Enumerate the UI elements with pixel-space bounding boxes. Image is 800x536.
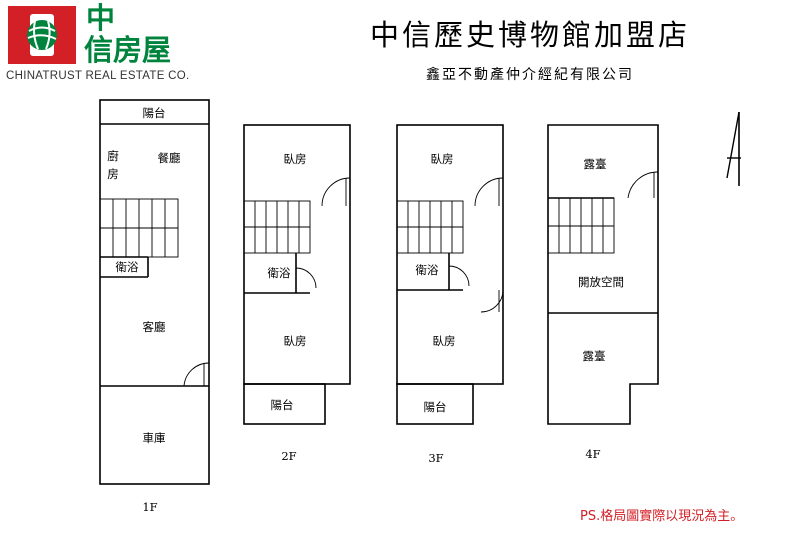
room-label-4f-terrace-top: 露臺	[584, 157, 607, 171]
logo-text-zh: 中 信房屋	[84, 1, 172, 67]
floor-plan-1f	[99, 99, 210, 485]
room-label-1f-kitchen: 廚	[107, 149, 119, 163]
room-label-1f-balcony: 陽台	[143, 106, 166, 120]
room-label-4f-terrace-bottom: 露臺	[583, 349, 606, 363]
floor-plan-4f	[547, 124, 659, 425]
logo-mark	[8, 6, 76, 64]
page-title: 中信歷史博物館加盟店	[369, 18, 690, 52]
room-label-2f-bedroom-top: 臥房	[284, 152, 307, 166]
logo-text-en: CHINATRUST REAL ESTATE CO.	[6, 70, 190, 82]
room-label-4f-open-space: 開放空間	[578, 275, 624, 289]
floor-label-2f: 2F	[281, 449, 296, 463]
layout-disclaimer-note: PS.格局圖實際以現況為主。	[580, 509, 744, 524]
room-label-2f-bedroom-bottom: 臥房	[284, 334, 307, 348]
globe-logo-icon	[27, 14, 57, 56]
room-label-1f-garage: 車庫	[143, 431, 166, 445]
room-label-1f-kitchen-2: 房	[107, 167, 119, 181]
floor-label-1f: 1F	[142, 500, 157, 514]
room-label-3f-bath: 衛浴	[416, 263, 439, 277]
floor-plan-2f	[243, 124, 351, 425]
floor-label-4f: 4F	[585, 447, 600, 461]
room-label-2f-balcony: 陽台	[271, 398, 294, 412]
room-label-2f-bath: 衛浴	[268, 266, 291, 280]
room-label-3f-bedroom-top: 臥房	[431, 152, 454, 166]
floor-label-3f: 3F	[428, 451, 443, 465]
north-arrow-icon	[726, 111, 741, 186]
room-label-1f-living: 客廳	[143, 320, 166, 334]
room-label-1f-bath: 衛浴	[116, 260, 139, 274]
room-label-3f-balcony: 陽台	[424, 400, 447, 414]
room-label-1f-dining: 餐廳	[158, 151, 181, 165]
company-subtitle: 鑫亞不動產仲介經紀有限公司	[426, 67, 634, 83]
floor-plan-3f	[396, 124, 504, 425]
room-label-3f-bedroom-bottom: 臥房	[433, 334, 456, 348]
